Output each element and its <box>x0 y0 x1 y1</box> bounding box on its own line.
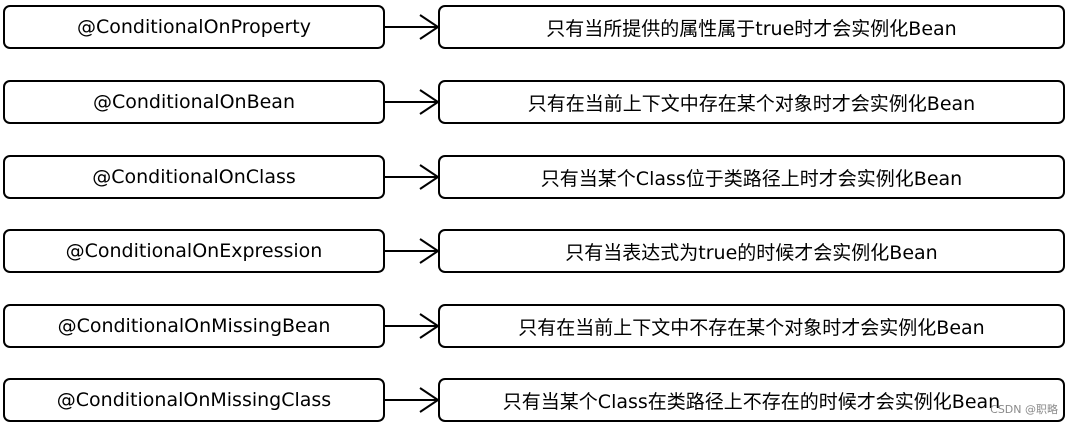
description-box: 只有当表达式为true的时候才会实例化Bean <box>438 229 1065 273</box>
description-box: 只有当某个Class位于类路径上时才会实例化Bean <box>438 155 1065 199</box>
description-box: 只有当所提供的属性属于true时才会实例化Bean <box>438 5 1065 49</box>
arrow-icon <box>385 164 440 190</box>
annotation-box: @ConditionalOnMissingClass <box>3 378 385 422</box>
description-box: 只有在当前上下文中存在某个对象时才会实例化Bean <box>438 80 1065 124</box>
arrow-icon <box>385 14 440 40</box>
annotation-box: @ConditionalOnMissingBean <box>3 304 385 348</box>
annotation-label: @ConditionalOnMissingBean <box>57 315 331 337</box>
annotation-label: @ConditionalOnExpression <box>65 240 323 262</box>
row-conditional-on-missing-class: @ConditionalOnMissingClass 只有当某个Class在类路… <box>0 377 1070 423</box>
arrow-icon <box>385 313 440 339</box>
description-label: 只有当所提供的属性属于true时才会实例化Bean <box>546 17 957 40</box>
arrow-icon <box>385 387 440 413</box>
annotation-label: @ConditionalOnProperty <box>77 16 311 38</box>
description-label: 只有在当前上下文中存在某个对象时才会实例化Bean <box>527 92 976 115</box>
arrow-icon <box>385 238 440 264</box>
watermark: CSDN @职略 <box>990 403 1058 416</box>
row-conditional-on-expression: @ConditionalOnExpression 只有当表达式为true的时候才… <box>0 228 1070 274</box>
row-conditional-on-property: @ConditionalOnProperty 只有当所提供的属性属于true时才… <box>0 4 1070 50</box>
row-conditional-on-missing-bean: @ConditionalOnMissingBean 只有在当前上下文中不存在某个… <box>0 303 1070 349</box>
description-box: 只有在当前上下文中不存在某个对象时才会实例化Bean <box>438 304 1065 348</box>
arrow-icon <box>385 89 440 115</box>
annotation-box: @ConditionalOnExpression <box>3 229 385 273</box>
description-box: 只有当某个Class在类路径上不存在的时候才会实例化Bean <box>438 378 1065 422</box>
annotation-box: @ConditionalOnProperty <box>3 5 385 49</box>
annotation-label: @ConditionalOnMissingClass <box>56 389 332 411</box>
description-label: 只有在当前上下文中不存在某个对象时才会实例化Bean <box>518 316 985 339</box>
row-conditional-on-class: @ConditionalOnClass 只有当某个Class位于类路径上时才会实… <box>0 154 1070 200</box>
annotation-box: @ConditionalOnClass <box>3 155 385 199</box>
annotation-label: @ConditionalOnBean <box>93 91 295 113</box>
description-label: 只有当表达式为true的时候才会实例化Bean <box>565 241 938 264</box>
row-conditional-on-bean: @ConditionalOnBean 只有在当前上下文中存在某个对象时才会实例化… <box>0 79 1070 125</box>
description-label: 只有当某个Class位于类路径上时才会实例化Bean <box>540 167 963 190</box>
annotation-label: @ConditionalOnClass <box>92 166 296 188</box>
annotation-box: @ConditionalOnBean <box>3 80 385 124</box>
description-label: 只有当某个Class在类路径上不存在的时候才会实例化Bean <box>502 390 1001 413</box>
